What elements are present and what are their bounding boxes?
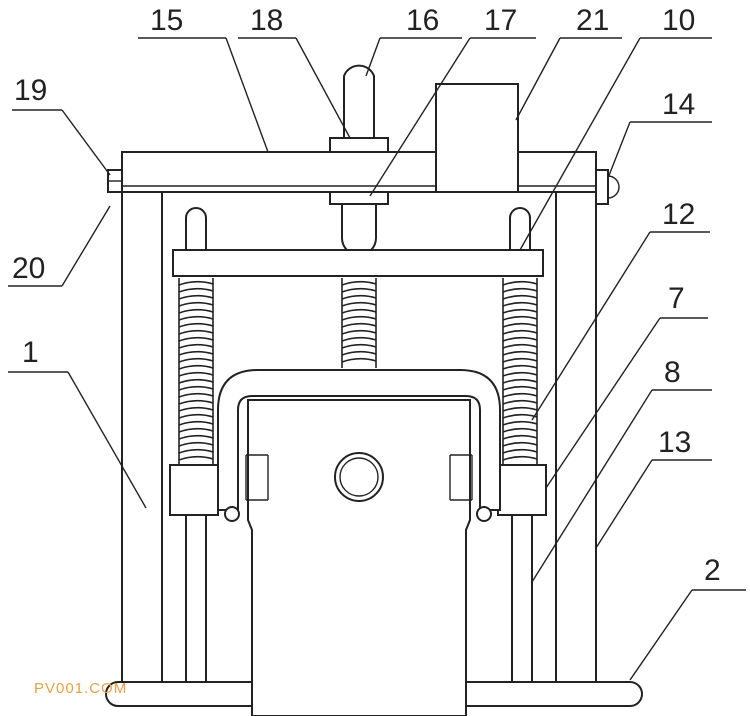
leader-lines xyxy=(8,37,746,681)
right-slider-block xyxy=(497,464,547,516)
label-2: 2 xyxy=(704,554,721,587)
label-18: 18 xyxy=(250,4,283,37)
right-spring xyxy=(502,278,538,465)
guide-rods xyxy=(185,207,533,682)
motor-box xyxy=(435,83,519,193)
label-21: 21 xyxy=(576,4,609,37)
label-12: 12 xyxy=(662,198,695,231)
center-spring xyxy=(341,278,377,368)
left-side-pin xyxy=(107,169,123,193)
label-20: 20 xyxy=(12,252,45,285)
label-1: 1 xyxy=(22,336,39,369)
springs xyxy=(178,278,538,465)
u-clamp xyxy=(217,369,501,511)
label-8: 8 xyxy=(664,356,681,389)
label-19: 19 xyxy=(14,74,47,107)
top-handle xyxy=(329,64,389,256)
container-body xyxy=(224,399,492,716)
pressing-plate xyxy=(172,249,544,277)
left-spring xyxy=(178,278,214,465)
watermark: PV001.COM xyxy=(34,680,128,697)
label-16: 16 xyxy=(406,4,439,37)
label-15: 15 xyxy=(150,4,183,37)
label-10: 10 xyxy=(662,4,695,37)
right-side-pin xyxy=(595,169,620,205)
label-14: 14 xyxy=(662,88,695,121)
label-17: 17 xyxy=(484,4,517,37)
label-7: 7 xyxy=(668,282,685,315)
label-13: 13 xyxy=(658,426,691,459)
left-slider-block xyxy=(169,464,219,516)
part-labels: 15 18 16 17 21 10 14 19 20 1 12 7 8 13 2 xyxy=(12,4,721,587)
